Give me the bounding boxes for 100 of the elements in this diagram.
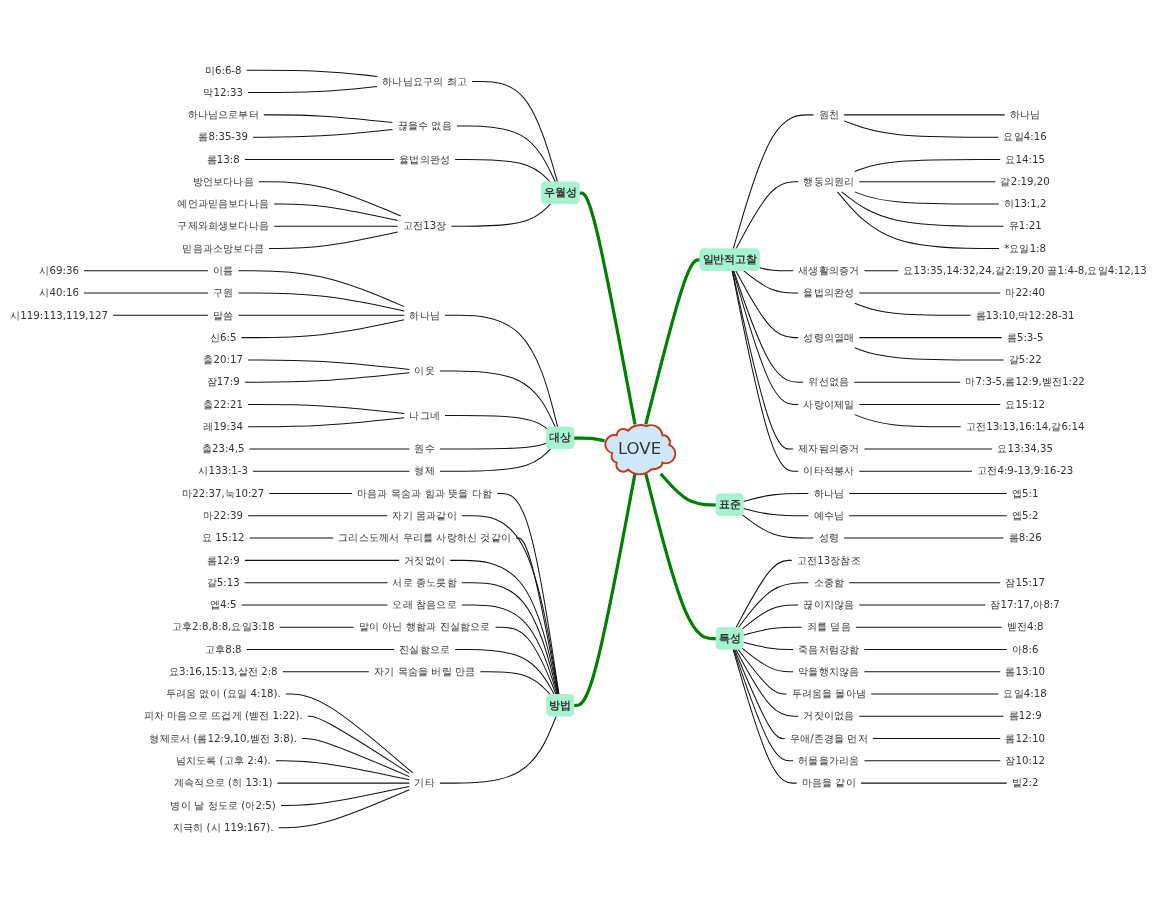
connector [237,314,405,316]
connector [735,559,793,629]
node-text: 아8:6 [1011,643,1039,656]
connector [836,191,1000,250]
node-text: 악을행치않음 [798,665,860,678]
node-text: 예수님 [813,509,845,522]
node-text: 롬13:10,막12:28-31 [975,308,1075,322]
node-text: 잠17:9 [206,375,240,388]
connector [454,158,552,183]
node-text: *요일1:8 [1004,242,1047,255]
connector [247,86,378,94]
connector [841,191,1004,227]
node-text: 원수 [414,442,435,455]
node-text: 고후2:8,8:8,요일3:18 [171,620,275,633]
node-text: 요13:34,35 [997,442,1053,455]
connector [268,493,353,495]
node-text: 그리스도께서 우리를 사랑하신 것같이 [338,531,511,544]
node-text: 하나님으로부터 [187,108,259,121]
connector [495,626,557,696]
node-text: 엡4:5 [209,598,237,611]
connector [855,626,1003,628]
connector [853,381,961,383]
connector [247,515,388,517]
connector [735,648,799,717]
node-text: 계속적으로 (히 13:1) [173,776,273,789]
node-text: 새생활의증거 [798,264,860,277]
node-text: 피차 마음으로 뜨겁게 (벧전 1:22). [143,709,303,723]
node-text: 잠10:12 [1005,754,1045,767]
node-text: 출22:21 [203,398,243,411]
node-text: 요15:12 [1005,398,1045,411]
connector [268,231,399,250]
node-text: 사랑이제일 [803,398,855,411]
node-text: 율법의완성 [803,286,855,299]
connector [241,319,405,339]
connector [439,715,557,784]
node-text: 성령 [818,531,839,544]
node-text: 유1:21 [1008,219,1042,232]
node-text: 출20:17 [203,353,243,366]
node-text: 고전4:9-13,9:16-23 [977,464,1074,477]
connector [247,359,410,370]
connector [258,181,402,217]
connector [854,158,1001,172]
connector [735,181,799,250]
node-text: 하나님 [813,487,845,500]
connector [307,715,410,774]
node-text: 제자됨의증거 [798,442,860,455]
node-text: 마음을 같이 [801,776,856,789]
connector [733,648,794,762]
connector [444,314,559,429]
connector [860,782,1008,784]
node-text: 구제와희생보다나음 [177,219,269,232]
node-text: 롬13:8 [206,153,240,166]
connector [858,181,996,183]
node-text: 믿음과소망보다큼 [182,242,264,255]
connector [732,648,798,784]
connector [863,270,899,272]
node-text: 엡5:1 [1011,487,1039,500]
node-text: 넘치도록 (고후 2:4). [175,754,271,767]
node-text: 이타적봉사 [803,464,855,477]
connector [858,403,1001,405]
connector [732,114,814,250]
connector [742,493,809,502]
node-text: 우애/존경을 먼저 [789,732,868,745]
connector [742,626,803,636]
node-text: 출23:4,5 [201,442,245,455]
connector [858,470,973,472]
node-text: 막12:33 [203,86,243,99]
connector [573,473,637,708]
node-text: 빌2:2 [1011,776,1039,789]
connector [737,648,787,695]
connector [282,671,370,673]
node-text: 이름 [212,264,234,277]
connector [244,559,400,561]
node-text: 하나님 [409,308,440,322]
node-text: 거짓이없음 [803,709,855,723]
node-text: 원천 [818,108,839,121]
connector [471,80,559,183]
connector [280,785,410,806]
connector [848,493,1008,495]
connector [450,203,552,227]
connector [737,582,809,629]
node-text: 자기 목숨을 버릴 만큼 [373,665,476,678]
node-text: 죄를 덮음 [806,620,851,633]
connector [854,347,1004,361]
node-text: 롬8:35-39 [198,130,248,143]
connector [461,582,559,696]
node-text: 행동의원리 [803,175,855,188]
connector [112,314,209,316]
node-text: 하나님 [1009,108,1041,121]
connector [273,225,399,227]
connector [246,648,395,650]
connector [742,641,794,650]
node-text: 허물을가리움 [798,754,860,767]
connector [237,270,405,308]
connector [741,647,794,673]
node-text: 끊이지않음 [803,598,855,611]
node-text: 시133:1-3 [198,464,248,477]
node-text: 말씀 [212,308,234,322]
connector [244,158,395,160]
node-text: 구원 [212,286,234,299]
